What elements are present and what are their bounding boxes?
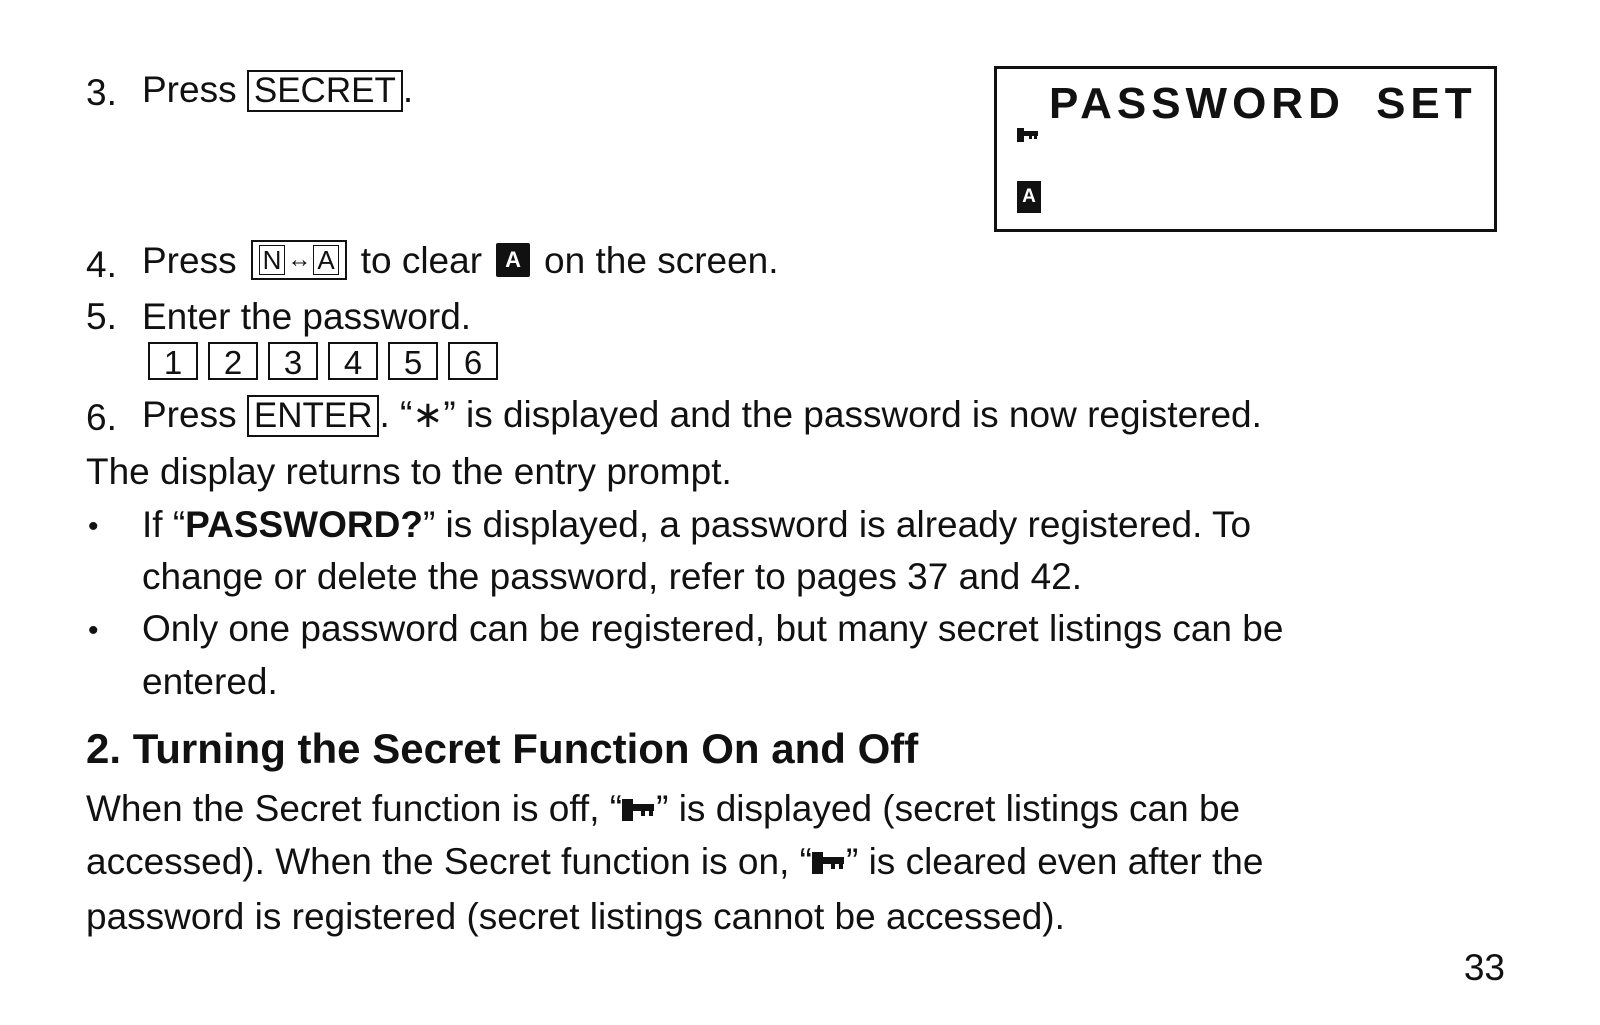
paragraph-line-1: When the Secret function is off, “ ” is d… [86,790,1240,827]
step-number-5: 5. [86,296,117,337]
step-number-3: 3. [86,72,117,113]
paragraph-l1-pre: When the Secret function is off, “ [86,788,623,829]
bullet-marker: • [88,614,99,647]
key-icon [622,799,655,821]
a-key: A [313,244,339,276]
bullet-2-line-2: entered. [142,661,278,702]
step-4-line: Press N ↔ A to clear A on the screen. [142,240,779,280]
bullet-1-line-2: change or delete the password, refer to … [142,556,1083,597]
step-6-line: Press ENTER. “∗” is displayed and the pa… [142,395,1262,437]
step-3-line: Press SECRET. [142,70,413,112]
bullet-marker: • [88,510,99,543]
bullet-1-line-1: If “PASSWORD?” is displayed, a password … [142,506,1251,543]
digit-key-4: 4 [328,342,378,381]
secret-key: SECRET [246,70,403,112]
step-number-4: 4. [86,244,117,285]
paragraph-line-3: password is registered (secret listings … [86,896,1065,937]
step-4-press: Press [142,239,237,281]
digit-key-3: 3 [268,342,318,381]
swap-arrow-icon: ↔ [287,246,312,273]
step-4-middle: to clear [360,239,483,281]
lcd-display: PASSWORD SET A [994,66,1497,232]
n-a-toggle-key: N ↔ A [250,240,347,280]
n-key: N [258,244,286,276]
paragraph-line-2: accessed). When the Secret function is o… [86,843,1263,880]
step-3-press: Press [142,69,237,110]
bullet-2-line-1: Only one password can be registered, but… [142,608,1284,649]
paragraph-l1-post: ” is displayed (secret listings can be [656,788,1241,829]
digit-key-2: 2 [208,342,258,381]
section-heading: 2. Turning the Secret Function On and Of… [86,725,919,772]
step-5-text: Enter the password. [142,296,472,337]
password-keys: 1 2 3 4 5 6 [148,342,498,381]
bullet-1-post: ” is displayed, a password is already re… [422,504,1252,545]
digit-key-1: 1 [148,342,198,381]
password-prompt-label: PASSWORD? [185,504,423,545]
step-number-6: 6. [86,397,117,438]
lcd-title: PASSWORD SET [1049,79,1477,128]
digit-key-5: 5 [388,342,438,381]
a-mode-icon: A [1017,181,1041,213]
paragraph-l2-post: ” is cleared even after the [845,841,1264,882]
key-icon [811,852,844,874]
step-6-press: Press [142,394,237,435]
page-number: 33 [1463,947,1505,988]
step-4-after: on the screen. [544,239,779,281]
step-3-period: . [402,69,414,110]
paragraph-l2-pre: accessed). When the Secret function is o… [86,841,812,882]
key-icon [1017,128,1038,142]
display-return-text: The display returns to the entry prompt. [86,451,732,492]
step-6-after: . “∗” is displayed and the password is n… [379,394,1262,435]
digit-key-6: 6 [448,342,498,381]
enter-key: ENTER [246,395,380,437]
bullet-1-pre: If “ [142,504,186,545]
a-mode-icon: A [496,243,531,277]
